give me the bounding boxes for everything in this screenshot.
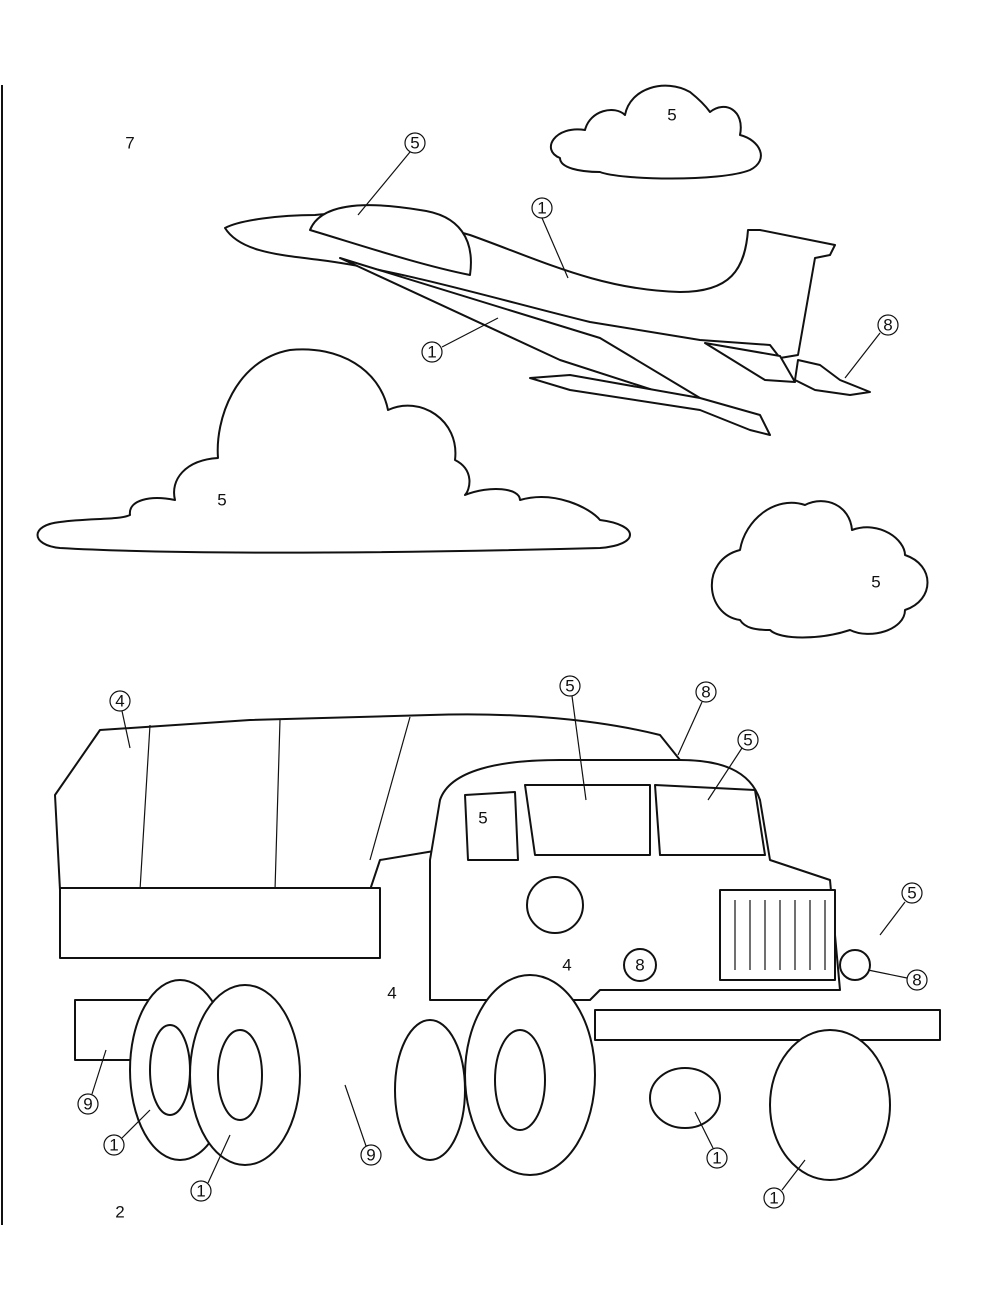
plane-wing-label: 1 (421, 317, 499, 363)
plane-canopy-label: 5 (357, 132, 426, 216)
circled-labels: 5 1 1 8 4 5 8 5 5 8 9 1 1 9 1 1 (77, 132, 928, 1209)
side-window-label: 5 (478, 809, 487, 828)
cloud-right (710, 500, 929, 639)
svg-text:1: 1 (712, 1149, 721, 1168)
windshield-right-label: 5 (707, 729, 759, 801)
svg-text:8: 8 (701, 683, 710, 702)
left-headlight (623, 948, 657, 982)
svg-text:5: 5 (565, 677, 574, 696)
windshield-center-label: 5 (559, 675, 587, 801)
roof-light-label: 8 (677, 681, 717, 756)
grille (719, 889, 836, 981)
svg-text:1: 1 (769, 1189, 778, 1208)
middle-wheel-label: 1 (190, 1134, 231, 1202)
cloud-top (549, 84, 762, 180)
axle-label: 1 (694, 1111, 728, 1169)
svg-text:9: 9 (83, 1095, 92, 1114)
cloud-big (36, 348, 631, 554)
cloud-big-label: 5 (217, 491, 226, 510)
front-bumper (594, 1009, 941, 1041)
jet-plane (224, 204, 871, 436)
front-wheel-label: 1 (763, 1159, 806, 1209)
tarp-label: 4 (109, 690, 131, 749)
hood-side-label: 4 (562, 956, 571, 975)
plane-fuselage-label: 1 (531, 197, 569, 279)
air-filter (526, 876, 584, 934)
svg-text:4: 4 (115, 692, 124, 711)
front-right-wheel (769, 1029, 891, 1181)
rear-wheel-label: 1 (103, 1109, 151, 1156)
cloud-right-label: 5 (871, 573, 880, 592)
mudflap-label: 9 (344, 1084, 382, 1166)
svg-text:8: 8 (883, 316, 892, 335)
svg-text:9: 9 (366, 1146, 375, 1165)
hidden-front-wheel (394, 1019, 466, 1161)
side-light-label: 5 (879, 882, 923, 936)
tank-label: 4 (387, 984, 396, 1003)
svg-text:1: 1 (196, 1182, 205, 1201)
svg-text:1: 1 (427, 343, 436, 362)
svg-text:5: 5 (743, 731, 752, 750)
svg-text:1: 1 (109, 1136, 118, 1155)
corner-number: 7 (125, 134, 134, 153)
svg-text:8: 8 (912, 971, 921, 990)
axle-housing (649, 1067, 721, 1129)
svg-text:1: 1 (537, 199, 546, 218)
svg-text:5: 5 (907, 884, 916, 903)
rear-bumper-label: 9 (77, 1049, 107, 1115)
page-number: 2 (115, 1203, 124, 1222)
right-headlight (839, 949, 871, 981)
svg-text:5: 5 (410, 134, 419, 153)
military-truck (54, 713, 941, 1181)
headlight-right-label: 8 (867, 969, 928, 991)
cargo-side (59, 887, 381, 959)
plane-exhaust-label: 8 (844, 314, 899, 379)
cloud-top-label: 5 (667, 106, 676, 125)
headlight-left-label: 8 (635, 956, 644, 975)
